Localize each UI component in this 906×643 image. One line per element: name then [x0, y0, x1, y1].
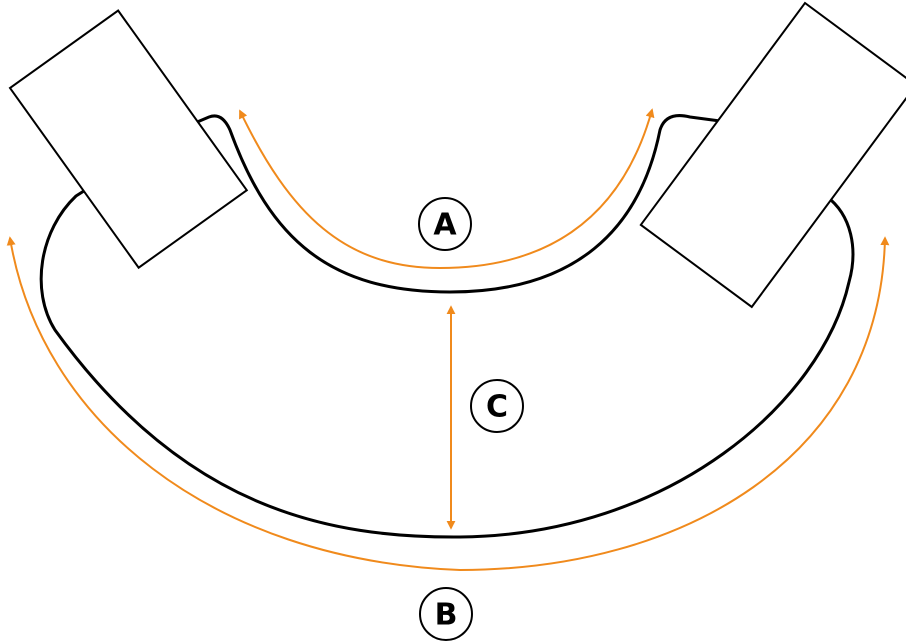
badge-a-label: A: [433, 208, 457, 243]
badge-c: C: [470, 379, 524, 433]
right-pad: [639, 1, 906, 309]
badge-c-circle: [470, 379, 524, 433]
outer-arc-arrow: [6, 236, 890, 572]
inner-arc-arrow: [239, 108, 655, 270]
badge-b: B: [419, 587, 473, 641]
badge-a-circle: [418, 197, 472, 251]
left-pad: [8, 9, 249, 270]
badge-b-circle: [419, 587, 473, 641]
badge-a: A: [418, 197, 472, 251]
badge-b-label: B: [435, 598, 458, 633]
badge-c-label: C: [486, 390, 508, 425]
